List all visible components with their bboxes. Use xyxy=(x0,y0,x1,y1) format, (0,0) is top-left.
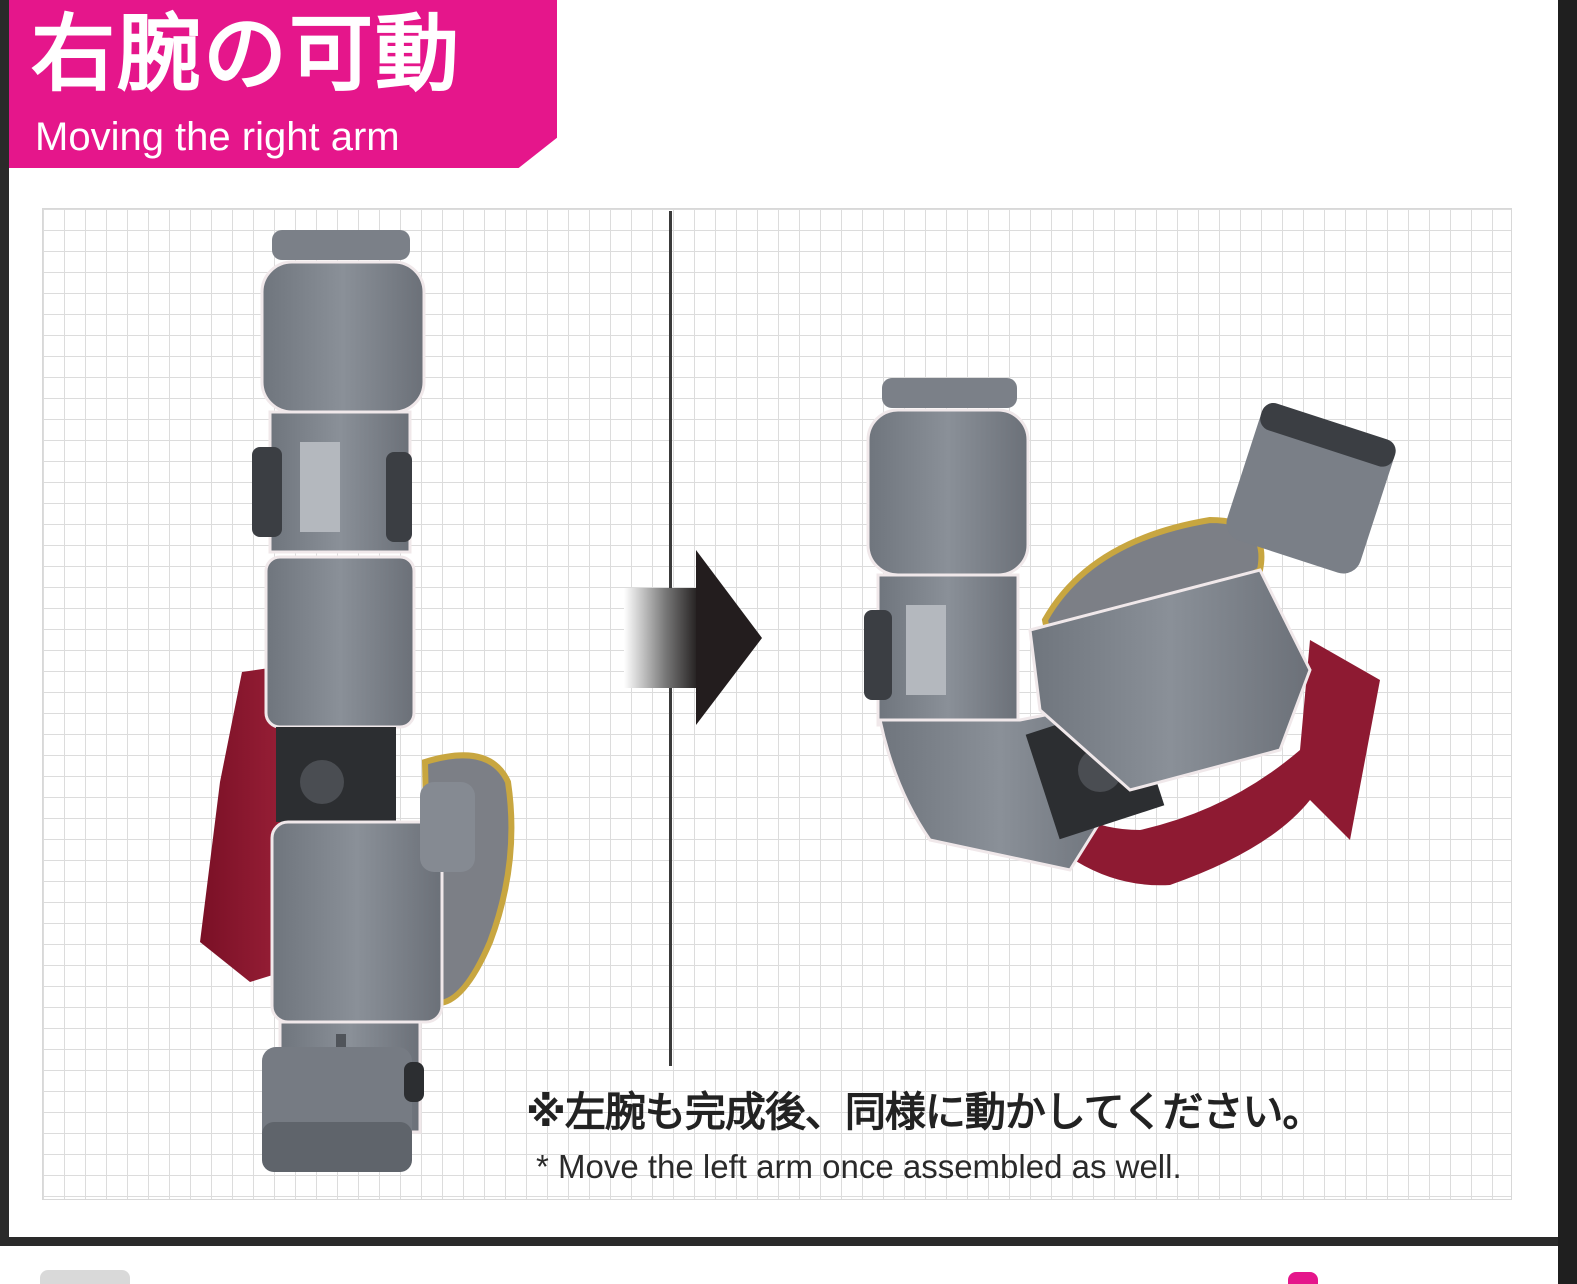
straight-right-arm-illustration xyxy=(200,230,515,1172)
section-title-en: Moving the right arm xyxy=(35,115,400,159)
arrow-right-icon xyxy=(624,550,762,725)
bent-right-arm-illustration xyxy=(864,378,1396,886)
section-header: 右腕の可動 Moving the right arm xyxy=(9,0,557,168)
page-border-bottom xyxy=(0,1237,1558,1246)
next-page-marker xyxy=(1288,1272,1318,1284)
note-en: * Move the left arm once assembled as we… xyxy=(536,1148,1182,1185)
section-title-ja: 右腕の可動 xyxy=(31,5,462,103)
next-page-edge xyxy=(40,1270,130,1284)
note-ja: ※左腕も完成後、同様に動かしてください。 xyxy=(526,1088,1323,1136)
page-border-left xyxy=(0,0,9,1245)
page-border-right xyxy=(1558,0,1577,1284)
